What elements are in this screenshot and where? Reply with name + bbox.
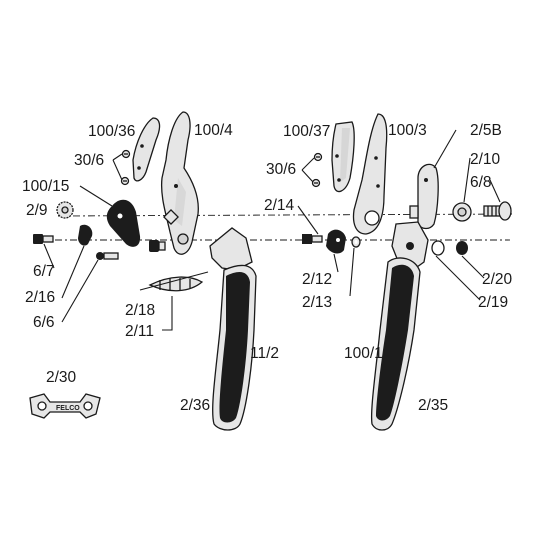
label-screw-left: 6/6 — [33, 314, 55, 331]
spring-left-part — [148, 276, 204, 292]
label-blade-cover: 100/15 — [22, 178, 69, 195]
leader-lines — [43, 129, 501, 331]
label-washer-right: 2/13 — [302, 294, 332, 311]
axle-part — [409, 205, 419, 219]
bushing-left-part — [149, 240, 166, 252]
label-grip-right: 2/35 — [418, 397, 448, 414]
clip-right-part — [326, 229, 346, 254]
key-brand-text: FELCO — [56, 405, 80, 412]
label-pin-left: 6/7 — [33, 263, 55, 280]
label-anvil-right: 100/3 — [388, 122, 427, 139]
label-ring: 2/19 — [478, 294, 508, 311]
screw-set-left — [120, 149, 131, 186]
part-labels: 100/36 100/4 30/6 100/15 2/9 6/7 2/16 6/… — [22, 122, 513, 414]
nut-left-part — [56, 201, 74, 219]
blade-right-part — [331, 121, 355, 193]
label-stopper: 2/20 — [482, 271, 513, 288]
label-grip-left: 2/36 — [180, 397, 210, 414]
handle-right-part — [370, 221, 429, 431]
label-key: 2/30 — [46, 369, 77, 386]
key-part: FELCO — [29, 393, 101, 419]
clip-left-part — [78, 224, 93, 246]
pin-left-part — [33, 234, 54, 244]
anvil-left-part — [160, 111, 199, 255]
washer-right-part — [351, 236, 361, 248]
ring-part — [431, 240, 445, 256]
label-handle-left: 11/2 — [250, 345, 279, 362]
label-clip-right: 2/12 — [302, 271, 332, 288]
label-spring-left: 2/18 — [125, 302, 155, 319]
label-bolt-right: 6/8 — [470, 174, 492, 191]
label-clip-left: 2/16 — [25, 289, 55, 306]
label-sleeve-right: 2/10 — [470, 151, 501, 168]
handle-left-part — [209, 227, 257, 431]
blade-left-part — [132, 117, 161, 182]
stopper-part — [456, 241, 468, 255]
label-screws-right: 30/6 — [266, 161, 296, 178]
screw-set-right — [311, 152, 323, 188]
label-axle: 2/14 — [264, 197, 295, 214]
blade-cover-part — [106, 199, 141, 247]
pin-right-part — [302, 234, 323, 244]
label-anvil-left: 100/4 — [194, 122, 233, 139]
label-blade-right: 100/37 — [283, 123, 330, 140]
screw-left-part — [96, 252, 119, 260]
sleeve-right-part — [452, 202, 472, 222]
label-screws-left: 30/6 — [74, 152, 104, 169]
label-nut-left: 2/9 — [26, 202, 48, 219]
bolt-right-part — [483, 201, 512, 221]
label-blade-left: 100/36 — [88, 123, 135, 140]
label-catch-right: 2/5B — [470, 122, 502, 139]
label-sleeve-left: 2/11 — [125, 323, 154, 340]
anvil-right-part — [352, 113, 388, 235]
label-handle-right: 100/1 — [344, 345, 383, 362]
catch-right-part — [417, 163, 439, 230]
